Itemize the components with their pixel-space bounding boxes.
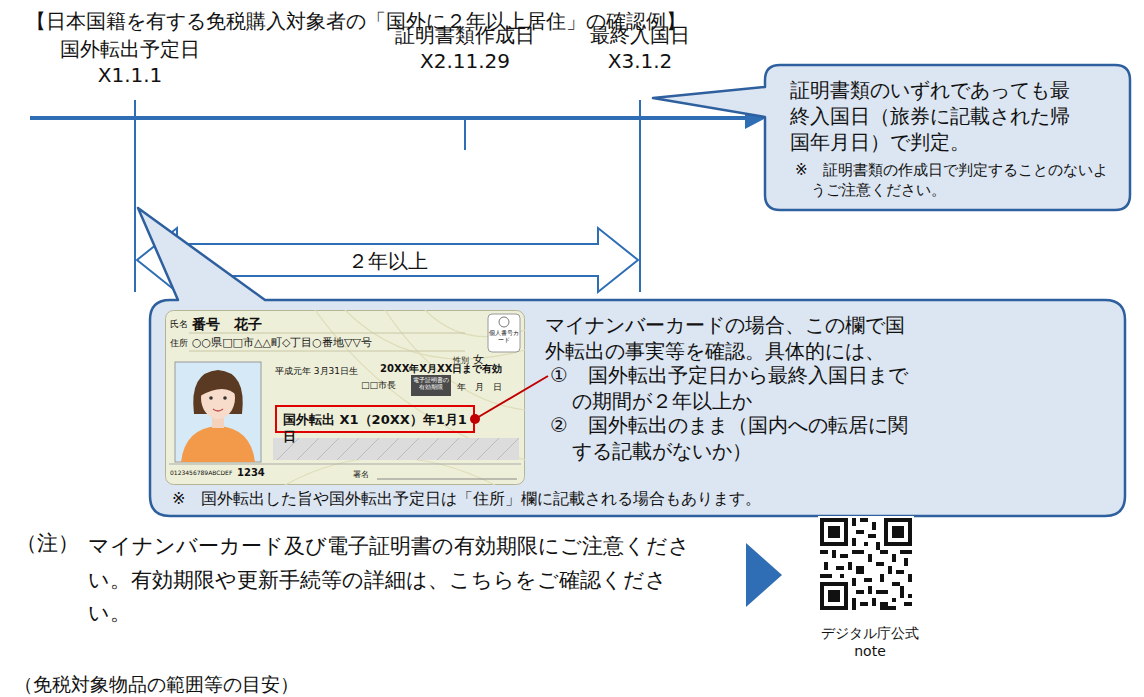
note-text: マイナンバーカード及び電子証明書の有効期限にご注意ください。有効期限や更新手続等…	[88, 530, 700, 631]
highlight-box: 国外転出 X1（20XX）年1月1日	[275, 405, 475, 433]
check-item: ② 国外転出のまま（国内への転居に関する記載がないか）	[550, 412, 920, 464]
leader-line	[470, 376, 548, 424]
highlight-text: 国外転出 X1（20XX）年1月1日	[283, 412, 473, 446]
card-address: ○○県□□市△△町◇丁目○番地▽▽号	[192, 336, 372, 350]
card-field-label: 住所	[170, 338, 188, 350]
callout-note: ※ 国外転出した旨や国外転出予定日は「住所」欄に記載される場合もあります。	[172, 489, 1112, 510]
card-issuer: □□市長	[361, 380, 396, 392]
card-field-label: 電子証明書の有効期限	[412, 376, 450, 390]
card-birthdate: 平成元年 3月31日生	[275, 366, 358, 378]
card-badge: 個人番号カード	[489, 329, 519, 343]
note-marker: （注）	[16, 530, 79, 557]
date-caption: 証明書類作成日	[375, 22, 555, 48]
callout-box: マイナンバーカードの場合、この欄で国外転出の事実等を確認。具体的には、① 国外転…	[150, 300, 1125, 516]
date-value: X1.1.1	[40, 62, 220, 88]
date-value: X3.1.2	[560, 48, 720, 74]
card-name: 番号 花子	[192, 315, 262, 333]
callout-text: 証明書類のいずれであっても最終入国日（旅券に記載された帰国年月日）で判定。	[790, 77, 1070, 155]
card-field-label: 署名	[353, 470, 369, 480]
figure-title: 【日本国籍を有する免税購入対象者の「国外に２年以上居住」の確認例】	[26, 8, 686, 34]
callout-text: マイナンバーカードの場合、この欄で国外転出の事実等を確認。具体的には、	[545, 312, 920, 364]
span-label: ２年以上	[318, 248, 458, 274]
qr-code	[818, 516, 914, 612]
qr-caption: デジタル庁公式 note	[808, 624, 932, 660]
id-card: 氏名番号 花子住所○○県□□市△△町◇丁目○番地▽▽号性別女平成元年 3月31日…	[165, 310, 525, 485]
check-item: ① 国外転出予定日から最終入国日までの期間が２年以上か	[550, 362, 920, 414]
card-expiry: 20XX年X月XX日まで有効	[380, 362, 502, 375]
date-value: X2.11.29	[375, 48, 555, 74]
timeline-arrow	[30, 107, 766, 129]
date-caption: 最終入国日	[560, 22, 720, 48]
card-field-label: 氏名	[170, 319, 188, 331]
callout-note: ※ 証明書類の作成日で判定することのないようご注意ください。	[795, 161, 1113, 200]
card-serial: 0123456789ABCDEF	[170, 469, 232, 477]
section-heading: （免税対象物品の範囲等の目安）	[14, 672, 299, 697]
callout-shape	[138, 208, 1125, 516]
pointer-triangle	[746, 543, 782, 607]
callout-shape	[653, 65, 1130, 210]
date-caption: 国外転出予定日	[40, 36, 220, 62]
card-pin: 1234	[237, 466, 265, 479]
callout-box: 証明書類のいずれであっても最終入国日（旅券に記載された帰国年月日）で判定。 ※ 証…	[765, 65, 1130, 210]
card-date-blank: 年 月 日	[457, 382, 502, 394]
